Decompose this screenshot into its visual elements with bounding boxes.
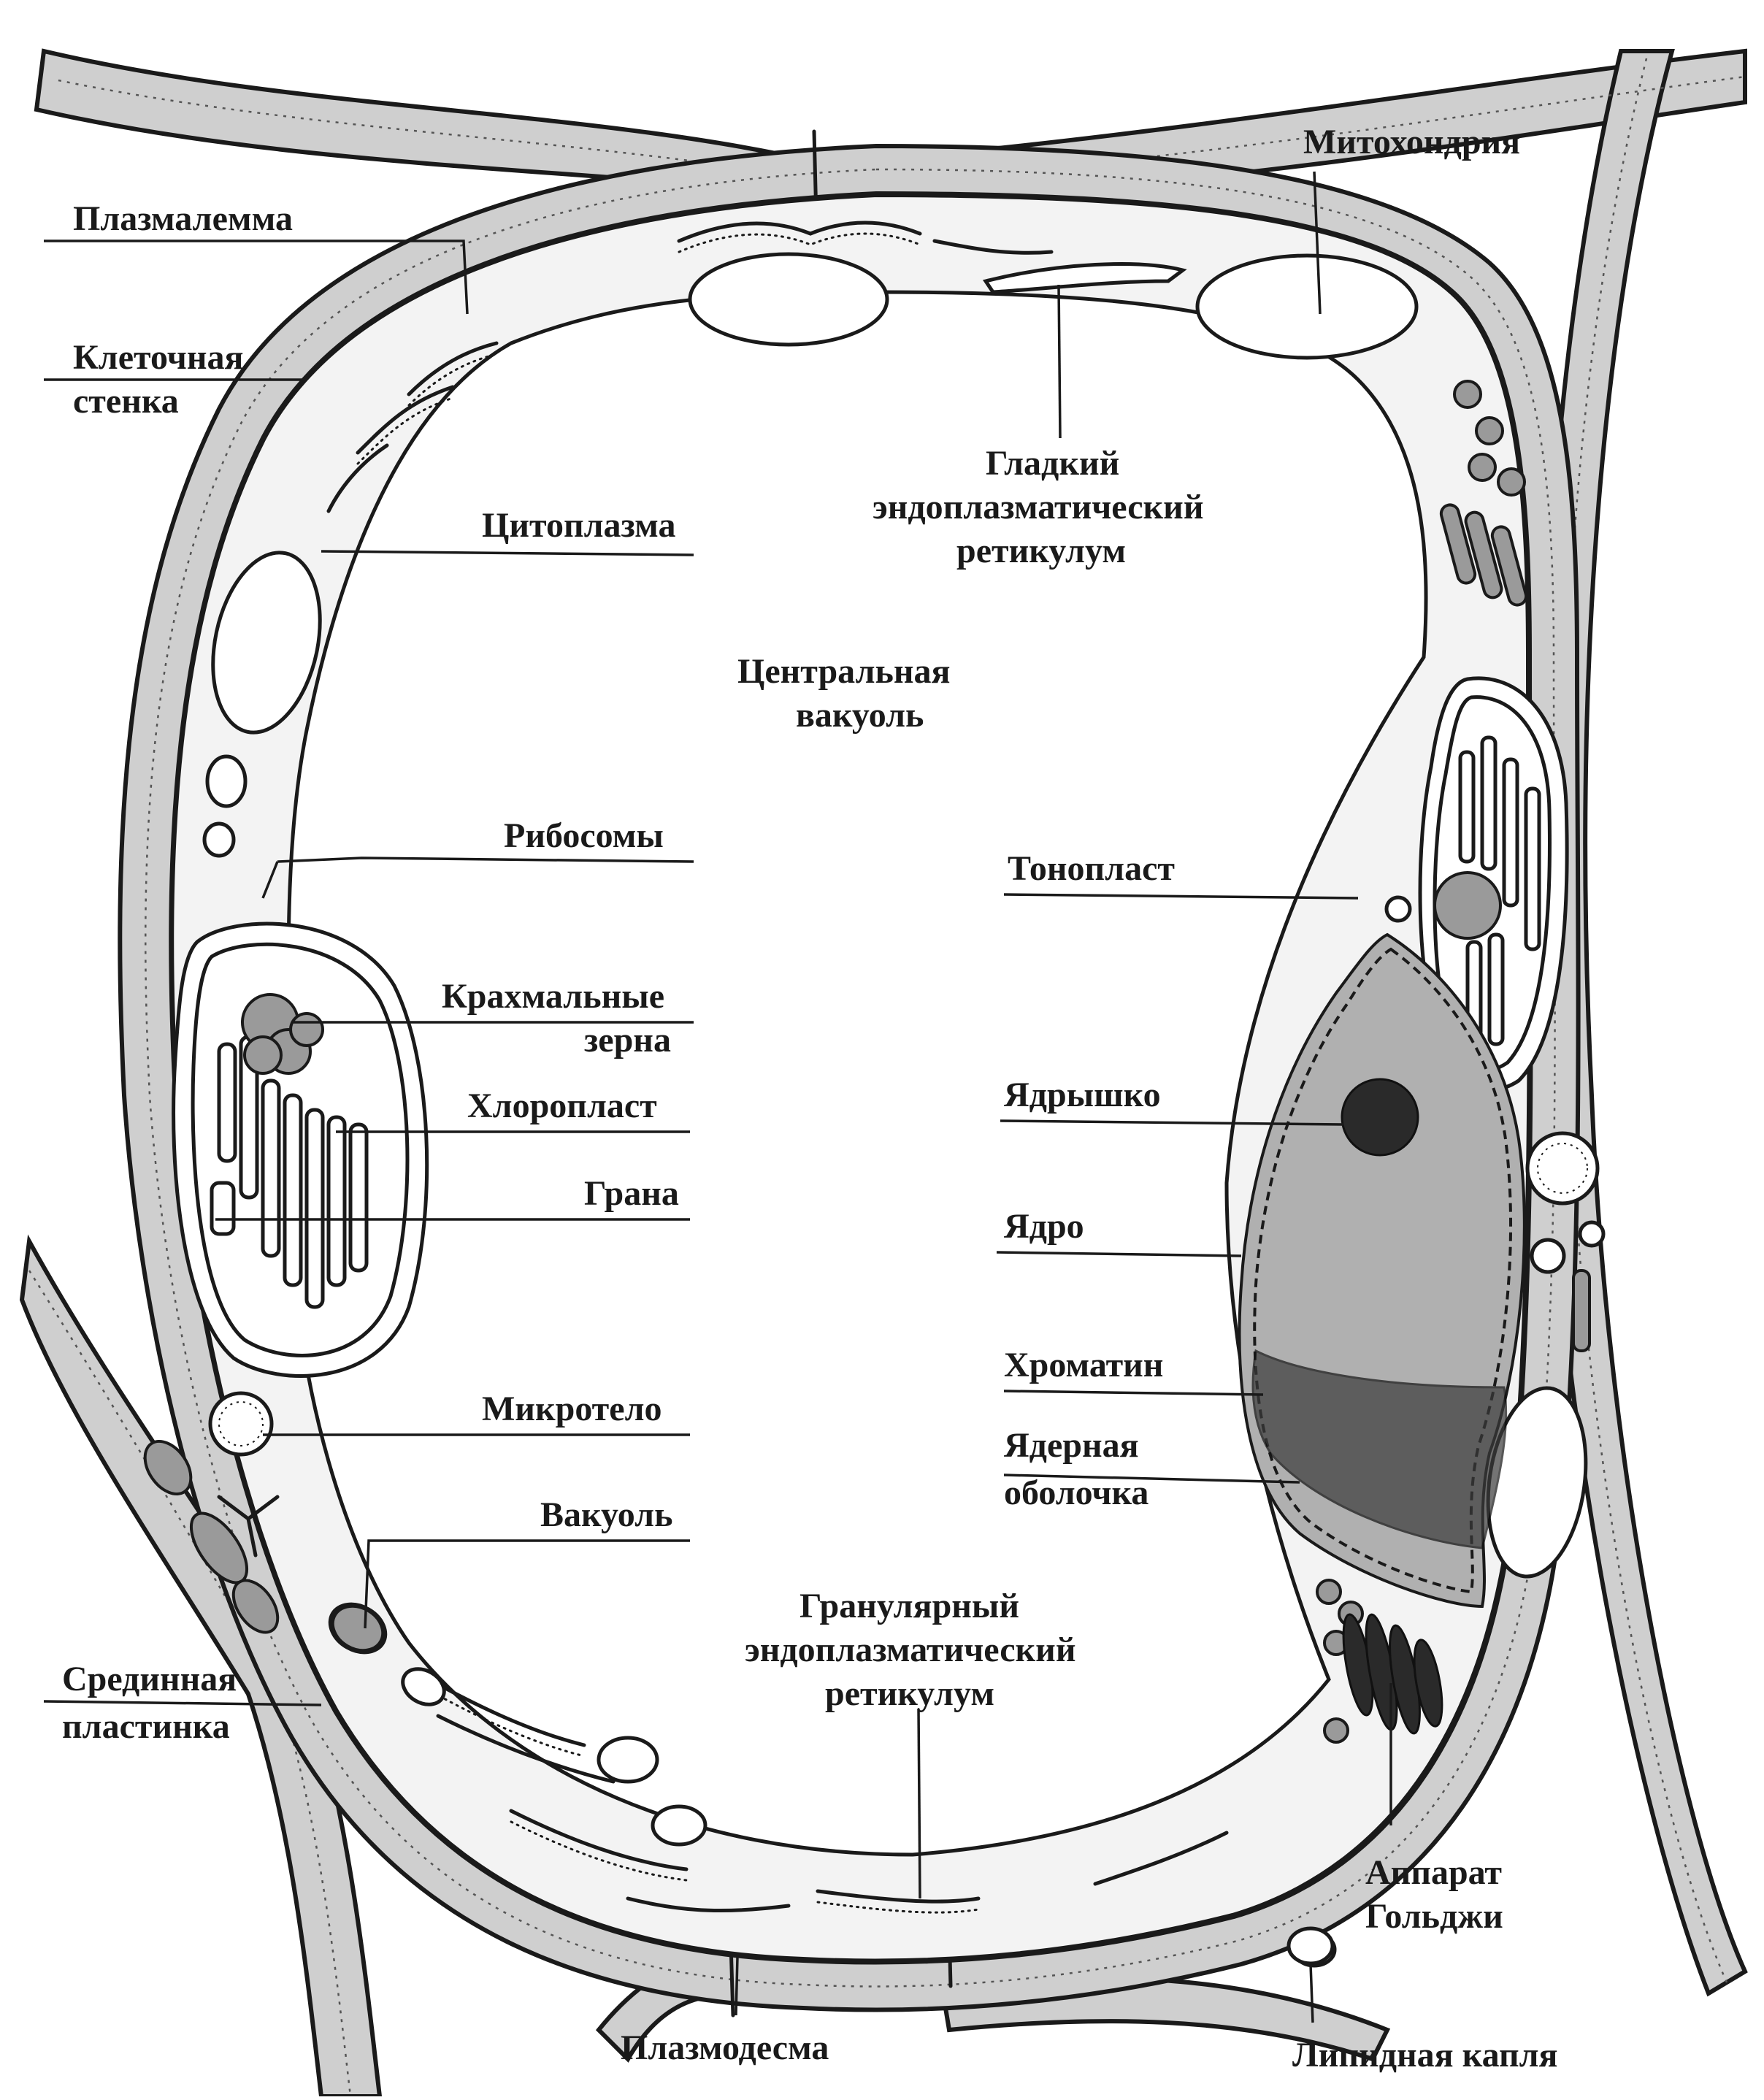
chloroplast-left [172,921,429,1378]
label-middle-lamella-2: пластинка [62,1707,230,1746]
label-microbody: Микротело [482,1390,662,1428]
lipid-drop [1286,1926,1335,1966]
label-nucleus: Ядро [1004,1207,1084,1246]
label-central-vacuole-1: Центральная [737,652,951,691]
label-golgi-1: Аппарат [1365,1853,1502,1892]
grana-stacks [210,1035,369,1309]
mitochondrion-top-right [1195,253,1419,360]
mitochondrion-left [211,551,322,735]
label-nucleolus: Ядрышко [1004,1076,1161,1114]
er-fork-left [217,1495,280,1557]
middle-lamella-segments [143,1439,280,1634]
label-rough-er-3: ретикулум [825,1674,994,1713]
label-cell-wall-1: Клеточная [73,338,243,377]
label-starch-2: зерна [584,1021,671,1059]
central-vacuole [286,290,1428,1857]
label-cytoplasm: Цитоплазма [482,506,676,545]
label-smooth-er-3: ретикулум [956,532,1126,570]
label-rough-er-1: Гранулярный [799,1587,1019,1625]
leader-lines [43,171,1392,2023]
smooth-er [982,262,1187,294]
small-vacuole [331,1604,385,1652]
mitochondrion-top-left [688,252,889,347]
label-grana: Грана [584,1174,679,1213]
label-smooth-er-2: эндоплазматический [873,488,1203,526]
microbody [208,1131,1600,1457]
starch-grains [241,993,324,1075]
label-chromatin: Хроматин [1004,1346,1163,1384]
label-mitochondrion: Митохондрия [1303,123,1520,161]
rough-er-top [326,221,1054,513]
vesicles-right [1316,380,1606,1744]
label-vacuole: Вакуоль [540,1495,672,1534]
golgi-apparatus [1342,1613,1443,1735]
chloroplast-right [1418,676,1569,1092]
label-plasmodesma: Плазмодесма [621,2028,829,2067]
label-lipid-drop: Липидная капля [1292,2036,1558,2074]
labels: Плазмалемма Клеточная стенка Цитоплазма … [62,123,1558,2074]
label-chloroplast: Хлоропласт [467,1087,657,1125]
label-ribosomes: Рибосомы [504,816,664,855]
label-middle-lamella-1: Срединная [62,1660,237,1698]
label-central-vacuole-2: вакуоль [796,696,924,735]
label-golgi-2: Гольджи [1365,1897,1503,1936]
label-rough-er-2: эндоплазматический [745,1630,1075,1669]
label-plasmalemma: Плазмалемма [73,199,293,238]
label-tonoplast: Тонопласт [1008,849,1175,888]
label-starch-1: Крахмальные [442,977,664,1016]
label-nuclear-env-2: оболочка [1004,1474,1148,1512]
label-smooth-er-1: Гладкий [986,444,1119,483]
nucleolus-shape [1341,1078,1419,1157]
label-nuclear-env-1: Ядерная [1004,1426,1139,1465]
label-cell-wall-2: стенка [73,382,179,421]
nucleus [1238,932,1526,1609]
